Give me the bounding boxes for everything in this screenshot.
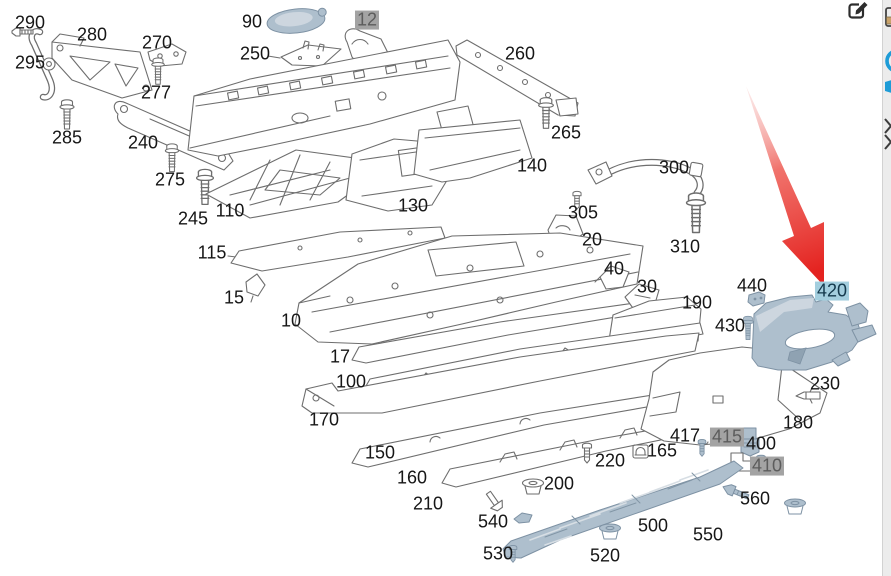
part-label-270[interactable]: 270 (141, 32, 173, 53)
part-label-170[interactable]: 170 (308, 409, 340, 430)
part-label-290[interactable]: 290 (14, 12, 46, 33)
part-shape-285-bolt (59, 99, 75, 130)
part-label-15[interactable]: 15 (223, 287, 245, 308)
part-label-400[interactable]: 400 (745, 433, 777, 454)
part-label-220[interactable]: 220 (594, 450, 626, 471)
part-label-285[interactable]: 285 (51, 127, 83, 148)
part-shape-90-cover (266, 7, 327, 34)
part-label-550[interactable]: 550 (692, 524, 724, 545)
part-label-165[interactable]: 165 (646, 440, 678, 461)
part-label-10[interactable]: 10 (280, 310, 302, 331)
part-shape-550-grommet (784, 498, 806, 515)
part-label-245[interactable]: 245 (177, 208, 209, 229)
kit-frame-icon (632, 444, 649, 459)
part-shape-230-rivet (795, 387, 821, 404)
part-label-280[interactable]: 280 (76, 24, 108, 45)
part-shape-295-washer (42, 57, 56, 71)
side-panel (882, 0, 891, 576)
part-shape-110-panel (205, 149, 393, 219)
part-label-130[interactable]: 130 (397, 195, 429, 216)
part-label-265[interactable]: 265 (550, 122, 582, 143)
part-label-415[interactable]: 415 (709, 426, 745, 447)
part-shape-500-skidplate (502, 460, 744, 559)
part-label-275[interactable]: 275 (154, 169, 186, 190)
part-label-410[interactable]: 410 (749, 455, 785, 476)
part-shape-275-bolt (164, 143, 180, 173)
part-label-500[interactable]: 500 (637, 515, 669, 536)
part-label-277[interactable]: 277 (140, 82, 172, 103)
part-label-300[interactable]: 300 (658, 157, 690, 178)
part-shape-520-grommet (599, 523, 621, 540)
part-label-110[interactable]: 110 (215, 200, 245, 221)
part-label-430[interactable]: 430 (714, 315, 746, 336)
part-label-540[interactable]: 540 (477, 511, 509, 532)
edit-square-icon (848, 3, 865, 19)
part-shape-firewall-panel (187, 39, 461, 157)
part-shape-280-bracket (28, 28, 153, 101)
part-label-40[interactable]: 40 (603, 258, 625, 279)
part-label-180[interactable]: 180 (782, 412, 814, 433)
part-shape-277-bolt (151, 57, 165, 85)
part-shape-115-strip (227, 226, 446, 272)
part-shape-300-towhook (587, 158, 704, 197)
part-label-115[interactable]: 115 (197, 242, 227, 263)
edit-button[interactable] (848, 2, 868, 19)
part-label-417[interactable]: 417 (669, 425, 701, 446)
part-shape-290-bolt (11, 27, 34, 37)
part-label-20[interactable]: 20 (581, 229, 603, 250)
part-label-17[interactable]: 17 (329, 346, 351, 367)
part-shape-210-rivet (485, 490, 503, 512)
part-label-160[interactable]: 160 (396, 467, 428, 488)
part-label-295[interactable]: 295 (14, 52, 46, 73)
part-shape-245-bolt (195, 168, 215, 206)
part-label-230[interactable]: 230 (809, 373, 841, 394)
part-shape-310-bolt (685, 192, 707, 234)
part-label-200[interactable]: 200 (543, 473, 575, 494)
part-shape-15-bracket (245, 273, 266, 303)
part-shape-540-clip (513, 512, 533, 524)
part-shape-170-panel (301, 332, 700, 414)
part-label-150[interactable]: 150 (364, 442, 396, 463)
part-label-560[interactable]: 560 (739, 488, 771, 509)
part-label-140[interactable]: 140 (516, 155, 548, 176)
part-label-530[interactable]: 530 (482, 543, 514, 564)
part-shape-260-rail (455, 39, 579, 117)
part-shape-440-plate (747, 291, 766, 307)
part-label-310[interactable]: 310 (669, 236, 701, 257)
part-shape-200-grommet (521, 478, 545, 495)
part-shape-40-bracket (594, 265, 630, 290)
part-label-420[interactable]: 420 (814, 280, 850, 301)
part-shape-560-rivet (722, 484, 750, 500)
edit-pencil-icon (855, 2, 868, 15)
highlight-arrow (746, 86, 824, 286)
part-shape-420-cover-highlighted[interactable] (751, 294, 877, 371)
part-shape-140-channel (413, 105, 533, 183)
part-label-190[interactable]: 190 (681, 292, 713, 313)
part-label-240[interactable]: 240 (127, 132, 159, 153)
part-label-12[interactable]: 12 (354, 9, 380, 30)
part-label-440[interactable]: 440 (736, 275, 768, 296)
part-label-30[interactable]: 30 (636, 276, 658, 297)
part-label-520[interactable]: 520 (589, 545, 621, 566)
part-shape-415-clip (740, 427, 760, 457)
part-label-260[interactable]: 260 (504, 43, 536, 64)
part-label-100[interactable]: 100 (335, 371, 367, 392)
part-label-305[interactable]: 305 (567, 202, 599, 223)
part-label-250[interactable]: 250 (239, 43, 271, 64)
part-label-210[interactable]: 210 (412, 493, 444, 514)
part-label-90[interactable]: 90 (241, 11, 263, 32)
part-shape-250-plate (267, 40, 342, 67)
